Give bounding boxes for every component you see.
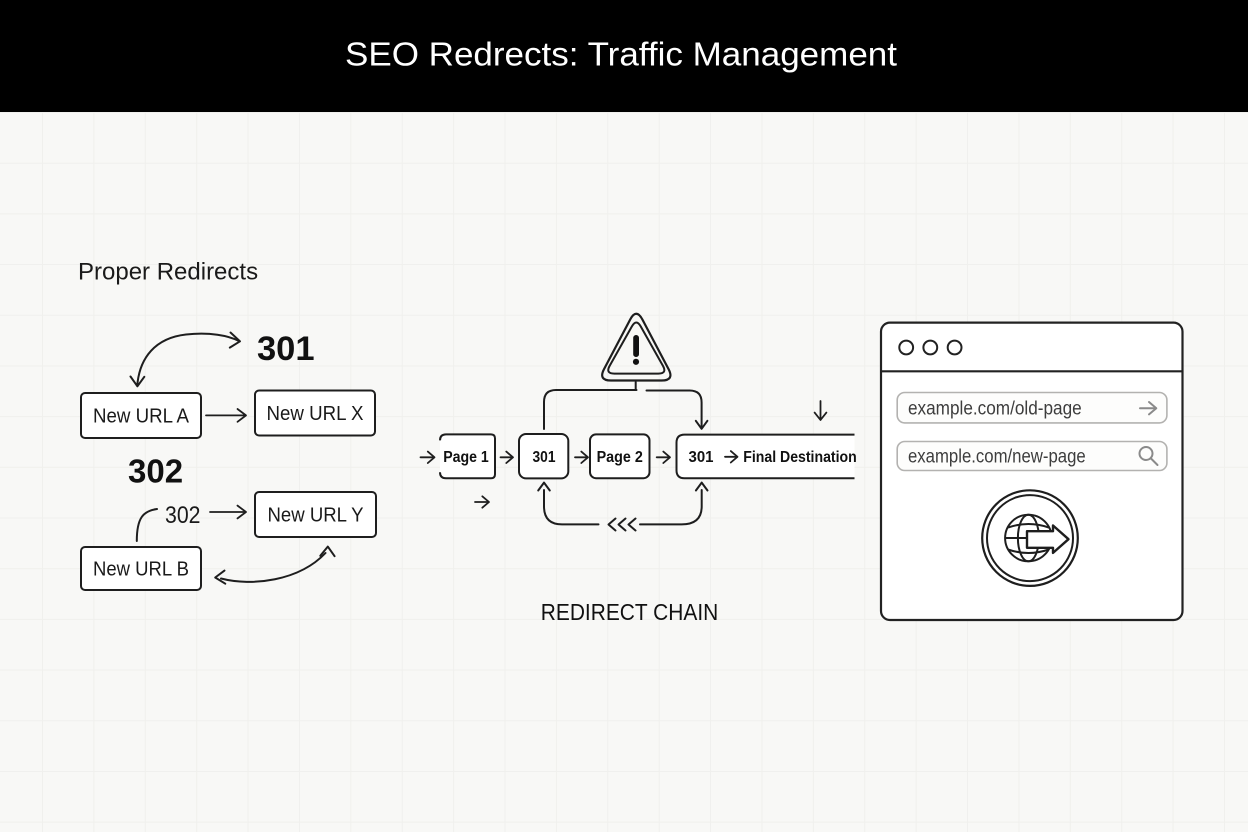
svg-text:301: 301 bbox=[689, 449, 714, 466]
svg-text:SEO Redrects: Traffic Manageme: SEO Redrects: Traffic Management bbox=[345, 35, 897, 72]
svg-text:Proper Redirects: Proper Redirects bbox=[78, 259, 258, 286]
svg-text:New URL B: New URL B bbox=[93, 559, 189, 581]
svg-text:Page 2: Page 2 bbox=[597, 449, 643, 466]
svg-text:301: 301 bbox=[533, 449, 556, 466]
svg-text:New URL A: New URL A bbox=[93, 405, 190, 427]
svg-text:Page 1: Page 1 bbox=[443, 449, 489, 466]
svg-text:New URL X: New URL X bbox=[267, 403, 364, 425]
svg-text:example.com/new-page: example.com/new-page bbox=[908, 447, 1086, 468]
svg-text:Final Destination: Final Destination bbox=[743, 449, 856, 466]
svg-text:301: 301 bbox=[257, 330, 315, 368]
svg-text:302: 302 bbox=[128, 452, 183, 489]
svg-text:REDIRECT CHAIN: REDIRECT CHAIN bbox=[541, 599, 719, 625]
svg-text:New URL Y: New URL Y bbox=[268, 505, 364, 527]
svg-text:302: 302 bbox=[165, 502, 201, 529]
svg-text:example.com/old-page: example.com/old-page bbox=[908, 398, 1082, 419]
